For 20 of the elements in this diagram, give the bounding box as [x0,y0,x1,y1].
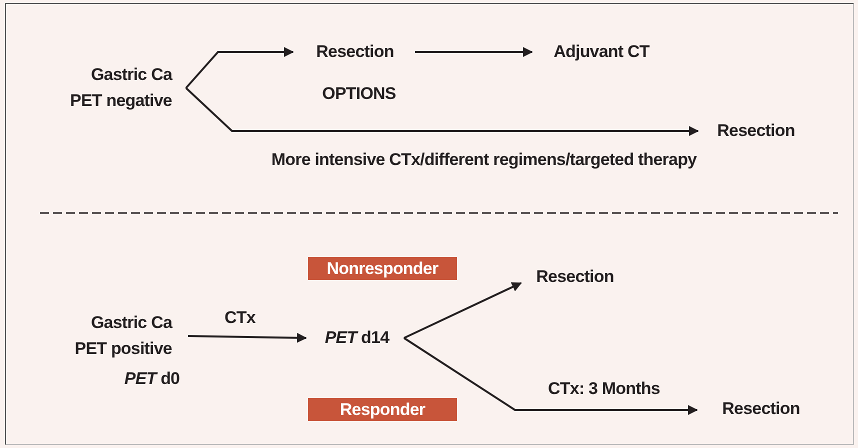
status-box: Nonresponder [308,257,457,280]
arrow [415,47,533,57]
node-label: Gastric Ca PET negative [69,64,172,112]
node-label: Resection [316,41,394,63]
edge-label: CTx: 3 Months [548,379,660,399]
arrow [188,332,307,343]
node-label: PET d14 [324,327,390,349]
node-label: Resection [722,398,800,420]
text-label: PET d0 [124,369,180,389]
node-label: Resection [717,120,795,142]
arrow [403,337,698,415]
node-label: Adjuvant CT [554,41,650,63]
edge-label: CTx [224,308,256,328]
text-label: OPTIONS [322,84,396,104]
status-box: Responder [308,398,457,421]
node-label: Resection [536,266,614,288]
arrow [185,87,699,136]
arrow [185,47,294,89]
arrow [404,282,522,339]
edge-label: More intensive CTx/different regimens/targeted therapy [271,150,697,170]
